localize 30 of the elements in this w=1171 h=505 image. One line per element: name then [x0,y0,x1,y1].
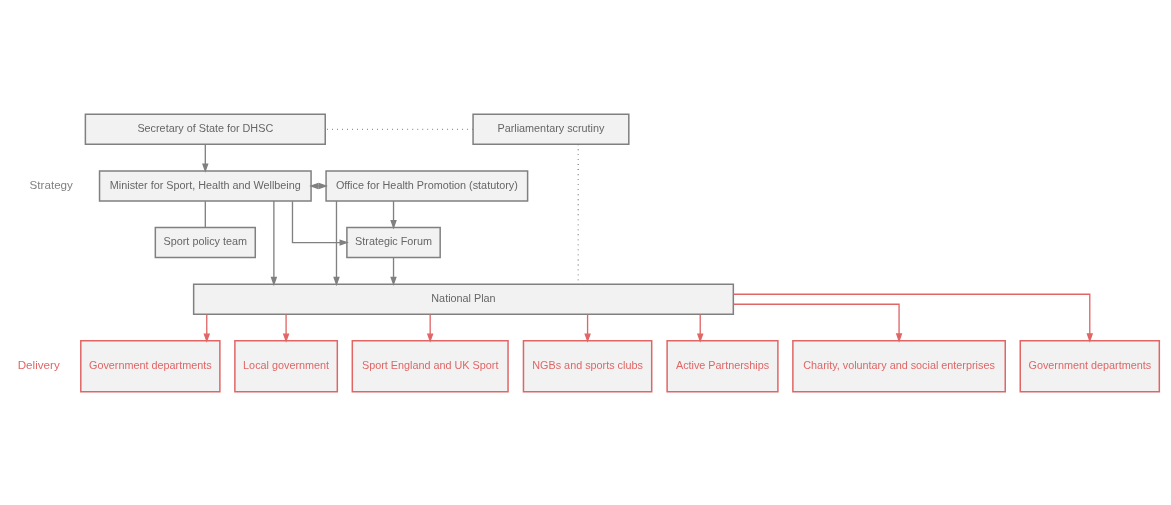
arrow [732,293,1094,343]
node-box: Government departments [80,339,221,392]
node-box: Parliamentary scrutiny [472,113,630,145]
node-box: Charity, voluntary and social enterprises [792,339,1006,392]
arrow [203,313,211,343]
arrow [426,313,434,343]
arrow [270,199,278,286]
node-box: Minister for Sport, Health and Wellbeing [98,169,312,202]
connector [204,199,206,228]
arrow [291,199,349,246]
arrow [732,303,903,343]
arrow [390,199,397,229]
arrow [333,199,340,286]
arrow [584,313,591,343]
node-box: Strategic Forum [346,226,441,258]
node-box: Government departments [1019,339,1161,392]
label: Delivery [17,357,60,371]
node-box: Active Partnerships [666,339,779,392]
arrow [282,313,290,343]
label: Strategy [29,177,73,191]
node-box: Sport England and UK Sport [351,339,509,392]
node-box: Secretary of State for DHSC [84,113,326,145]
node-box: National Plan [192,283,735,315]
arrow [390,256,397,286]
node-box: Local government [234,339,339,392]
node-box: Sport policy team [154,226,257,258]
node-box: Office for Health Promotion (statutory) [325,169,529,202]
arrow [202,143,209,173]
arrow [696,313,704,343]
node-box: NGBs and sports clubs [522,339,653,392]
